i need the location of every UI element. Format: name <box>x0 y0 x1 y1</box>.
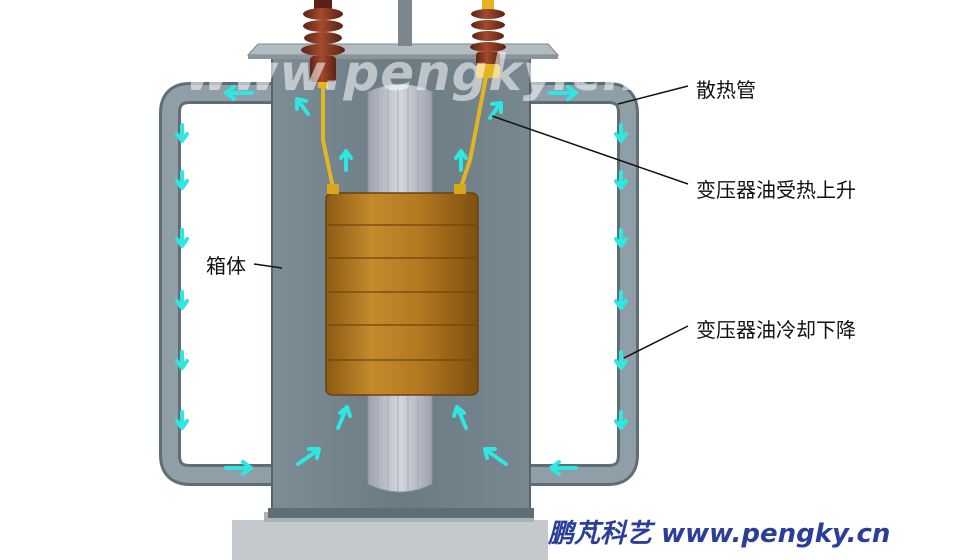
arrow-bottom-right-inlet <box>549 460 578 476</box>
radiator-pipe-left <box>159 82 274 486</box>
lead-wire-right <box>458 71 489 191</box>
leader-lines <box>253 85 689 359</box>
arrow-core-left-up <box>336 405 352 430</box>
footer-credit: 鹏芃科艺 www.pengky.cn <box>548 513 890 550</box>
bushing-left <box>301 0 345 88</box>
arrow-rise-right <box>454 149 468 172</box>
tank-flange <box>268 508 534 518</box>
label-oil-cooled-falling: 变压器油冷却下降 <box>696 318 856 342</box>
label-tank: 箱体 <box>206 254 246 278</box>
arrow-rise-left <box>339 149 353 172</box>
leader-oil-falling <box>623 325 689 359</box>
leader-tank <box>253 263 283 269</box>
arrow-bottom-left-inlet <box>224 460 253 476</box>
footer-url: www.pengky.cn <box>661 519 891 549</box>
arrow-core-right-up <box>452 405 468 430</box>
label-oil-heated-rising: 变压器油受热上升 <box>696 178 856 202</box>
arrows-left-pipe <box>175 123 189 430</box>
arrow-top-right <box>548 85 578 101</box>
arrow-rise-top-left <box>295 97 310 116</box>
lead-wire-left <box>321 85 335 189</box>
arrow-rise-top-right <box>488 101 503 120</box>
leader-oil-rising <box>491 115 689 185</box>
label-radiator: 散热管 <box>696 78 756 102</box>
bushing-right <box>470 0 506 78</box>
footer-brand: 鹏芃科艺 <box>548 519 653 549</box>
radiator-pipe-right <box>530 82 639 486</box>
arrows-right-pipe <box>614 123 628 430</box>
leader-radiator <box>617 85 689 105</box>
flow-arrows <box>175 85 628 476</box>
arrow-bottom-right-diag <box>483 447 508 466</box>
arrow-top-left <box>224 85 254 101</box>
top-rod <box>398 0 412 46</box>
coil-winding <box>325 192 479 396</box>
base-stand <box>232 520 548 560</box>
watermark: www.pengky.cn <box>185 44 639 102</box>
arrow-bottom-left-diag <box>296 447 321 466</box>
